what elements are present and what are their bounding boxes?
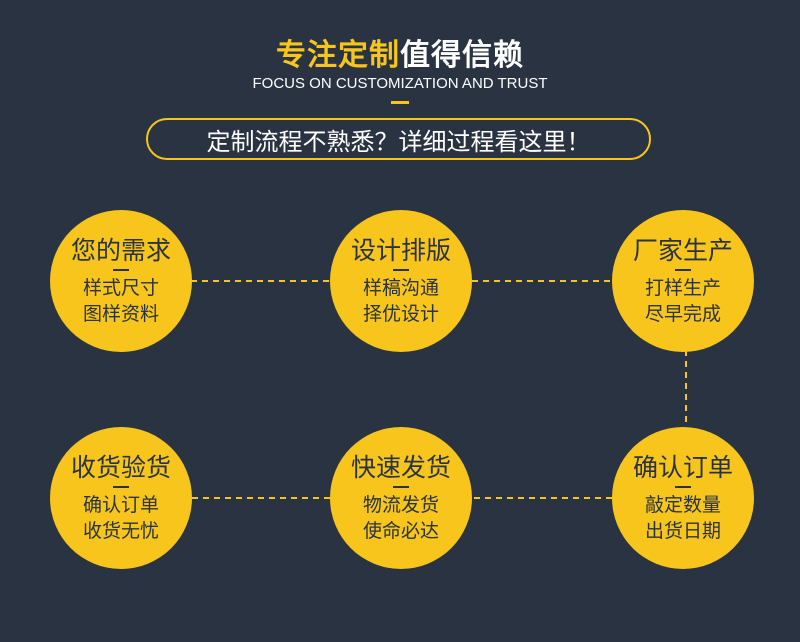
step-divider — [113, 485, 129, 488]
step-divider — [675, 268, 691, 271]
step-title: 您的需求 — [70, 235, 171, 265]
title-underline — [391, 101, 409, 104]
step-line: 尽早完成 — [644, 302, 721, 325]
step-line: 确认订单 — [82, 493, 159, 516]
step-line: 图样资料 — [82, 302, 159, 325]
step-line: 敲定数量 — [644, 493, 721, 516]
step-line: 样式尺寸 — [82, 276, 159, 299]
title-accent: 专注定制 — [276, 38, 400, 73]
step-line: 择优设计 — [362, 302, 439, 325]
step-node-1: 您的需求 样式尺寸 图样资料 — [50, 210, 192, 352]
step-node-6: 收货验货 确认订单 收货无忧 — [50, 427, 192, 569]
process-help-text: 定制流程不熟悉？详细过程看这里！ — [206, 127, 591, 156]
step-node-3: 厂家生产 打样生产 尽早完成 — [612, 210, 754, 352]
step-title: 厂家生产 — [632, 235, 733, 265]
step-title: 快速发货 — [350, 452, 451, 482]
step-divider — [113, 268, 129, 271]
page-subtitle: FOCUS ON CUSTOMIZATION AND TRUST — [252, 75, 548, 92]
step-divider — [675, 485, 691, 488]
step-line: 打样生产 — [644, 276, 721, 299]
step-line: 使命必达 — [362, 519, 439, 542]
process-help-banner: 定制流程不熟悉？详细过程看这里！ — [146, 118, 651, 160]
step-title: 设计排版 — [350, 235, 451, 265]
step-node-2: 设计排版 样稿沟通 择优设计 — [330, 210, 472, 352]
step-title: 收货验货 — [70, 452, 171, 482]
step-line: 物流发货 — [362, 493, 439, 516]
step-line: 收货无忧 — [82, 519, 159, 542]
step-divider — [393, 485, 409, 488]
step-title: 确认订单 — [632, 452, 733, 482]
step-node-5: 快速发货 物流发货 使命必达 — [330, 427, 472, 569]
title-rest: 值得信赖 — [400, 38, 524, 73]
page-title: 专注定制值得信赖 — [0, 30, 800, 74]
step-line: 出货日期 — [644, 519, 721, 542]
step-divider — [393, 268, 409, 271]
step-node-4: 确认订单 敲定数量 出货日期 — [612, 427, 754, 569]
step-line: 样稿沟通 — [362, 276, 439, 299]
